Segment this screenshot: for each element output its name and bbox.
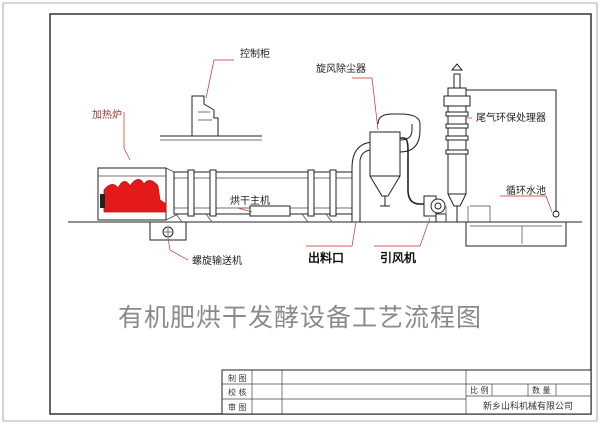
flame-icon (103, 179, 167, 213)
tb-quantity: 数 量 (532, 385, 551, 395)
label-exhaust-treatment: 尾气环保处理器 (476, 111, 546, 124)
circulating-pool (465, 210, 567, 247)
control-cabinet (160, 95, 262, 141)
tb-drawn-by: 制 图 (228, 373, 247, 383)
tb-reviewed-by: 审 图 (228, 402, 247, 412)
tb-scale: 比 例 (470, 385, 489, 395)
label-circulating-pool: 循环水池 (506, 184, 546, 197)
label-cyclone-dust-collector: 旋风除尘器 (316, 62, 366, 75)
diagram-title: 有机肥烘干发酵设备工艺流程图 (118, 303, 482, 332)
title-block (221, 369, 592, 415)
cyclone-dust-collector (369, 113, 421, 207)
exhaust-treatment-tower (443, 63, 471, 222)
label-heating-furnace: 加热炉 (92, 108, 122, 121)
label-screw-conveyor: 螺旋输送机 (192, 254, 242, 267)
tb-company: 新乡山科机械有限公司 (483, 400, 573, 412)
label-discharge-port: 出料口 (308, 250, 344, 265)
tb-checked-by: 校 核 (228, 387, 247, 397)
label-control-cabinet: 控制柜 (240, 47, 270, 60)
label-induced-fan: 引风机 (380, 250, 416, 265)
duct-to-fan (400, 137, 428, 205)
water-pipe (466, 89, 557, 212)
heating-furnace (97, 167, 179, 221)
leader-lines (123, 59, 553, 261)
induced-fan (423, 195, 447, 223)
label-dryer-main: 烘干主机 (230, 194, 270, 207)
